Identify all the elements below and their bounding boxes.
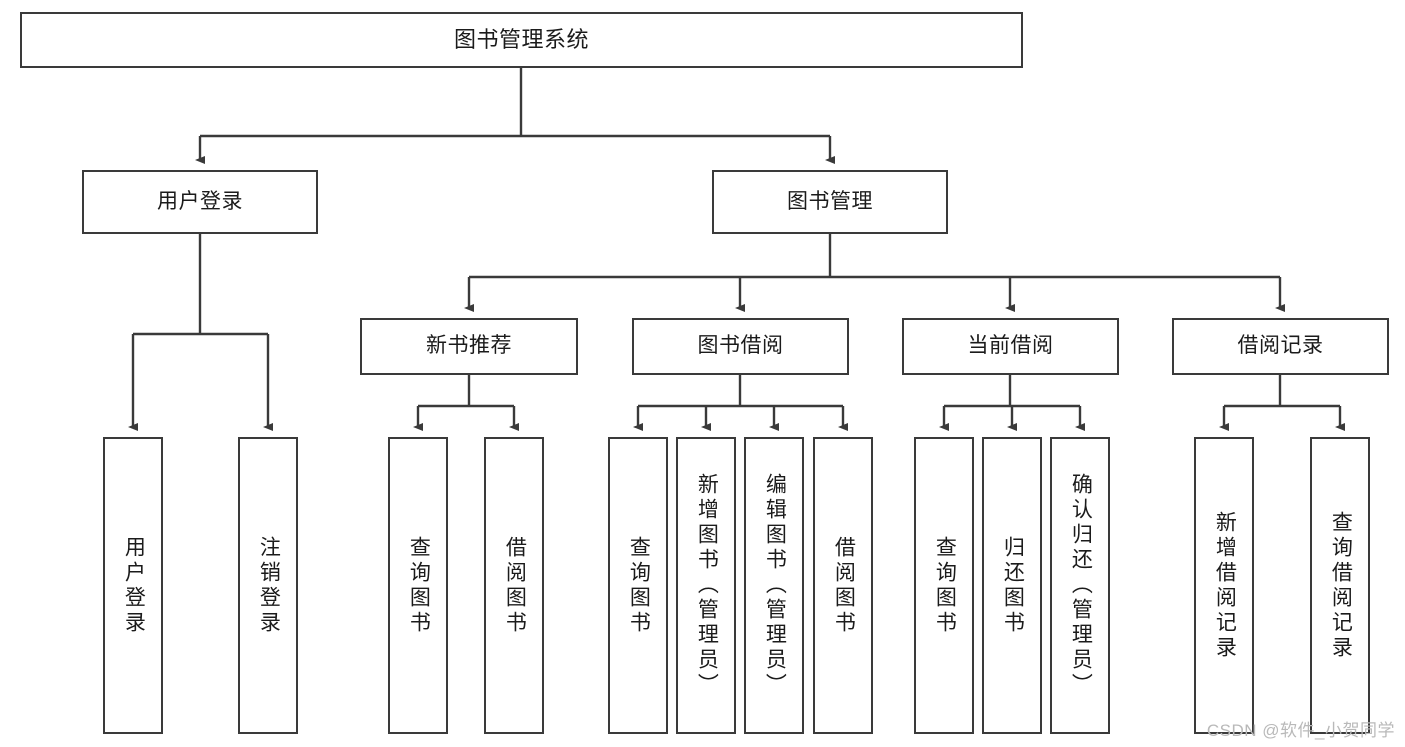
- node-label: 查询图书: [627, 535, 651, 636]
- node-leaf-add-record[interactable]: 新增借阅记录: [1194, 437, 1254, 734]
- node-label: 图书借阅: [697, 334, 784, 358]
- csdn-watermark: CSDN @软件_小贺同学: [1206, 721, 1395, 740]
- node-leaf-query-record[interactable]: 查询借阅记录: [1310, 437, 1370, 734]
- node-book-borrow[interactable]: 图书借阅: [632, 318, 849, 375]
- node-label: 查询借阅记录: [1329, 510, 1353, 661]
- node-label: 编辑图书（管理员）: [763, 473, 787, 698]
- node-book-management[interactable]: 图书管理: [712, 170, 948, 234]
- node-current-borrow[interactable]: 当前借阅: [902, 318, 1119, 375]
- node-leaf-borrow-book-2[interactable]: 借阅图书: [813, 437, 873, 734]
- node-leaf-query-book-3[interactable]: 查询图书: [914, 437, 974, 734]
- node-label: 当前借阅: [967, 334, 1054, 358]
- node-label: 注销登录: [257, 535, 281, 636]
- node-label: 查询图书: [407, 535, 431, 636]
- node-leaf-return-book[interactable]: 归还图书: [982, 437, 1042, 734]
- node-leaf-query-book-2[interactable]: 查询图书: [608, 437, 668, 734]
- node-leaf-edit-book[interactable]: 编辑图书（管理员）: [744, 437, 804, 734]
- node-label: 用户登录: [157, 189, 243, 213]
- node-label: 归还图书: [1001, 535, 1025, 636]
- node-borrow-record[interactable]: 借阅记录: [1172, 318, 1389, 375]
- node-leaf-borrow-book-1[interactable]: 借阅图书: [484, 437, 544, 734]
- node-label: 借阅图书: [503, 535, 527, 636]
- node-new-book-recommend[interactable]: 新书推荐: [360, 318, 578, 375]
- node-label: 借阅记录: [1237, 334, 1324, 358]
- node-leaf-user-login[interactable]: 用户登录: [103, 437, 163, 734]
- node-leaf-logout-login[interactable]: 注销登录: [238, 437, 298, 734]
- node-label: 确认归还（管理员）: [1069, 473, 1093, 698]
- node-label: 新增借阅记录: [1213, 510, 1237, 661]
- node-leaf-confirm-return[interactable]: 确认归还（管理员）: [1050, 437, 1110, 734]
- node-root-book-management-system[interactable]: 图书管理系统: [20, 12, 1023, 68]
- node-label: 新书推荐: [426, 334, 512, 358]
- node-label: 图书管理系统: [453, 27, 589, 53]
- node-leaf-add-book[interactable]: 新增图书（管理员）: [676, 437, 736, 734]
- node-user-login[interactable]: 用户登录: [82, 170, 318, 234]
- node-label: 新增图书（管理员）: [695, 473, 719, 698]
- node-leaf-query-book-1[interactable]: 查询图书: [388, 437, 448, 734]
- node-label: 用户登录: [122, 535, 146, 636]
- node-label: 图书管理: [787, 189, 873, 213]
- node-label: 借阅图书: [832, 535, 856, 636]
- node-label: 查询图书: [933, 535, 957, 636]
